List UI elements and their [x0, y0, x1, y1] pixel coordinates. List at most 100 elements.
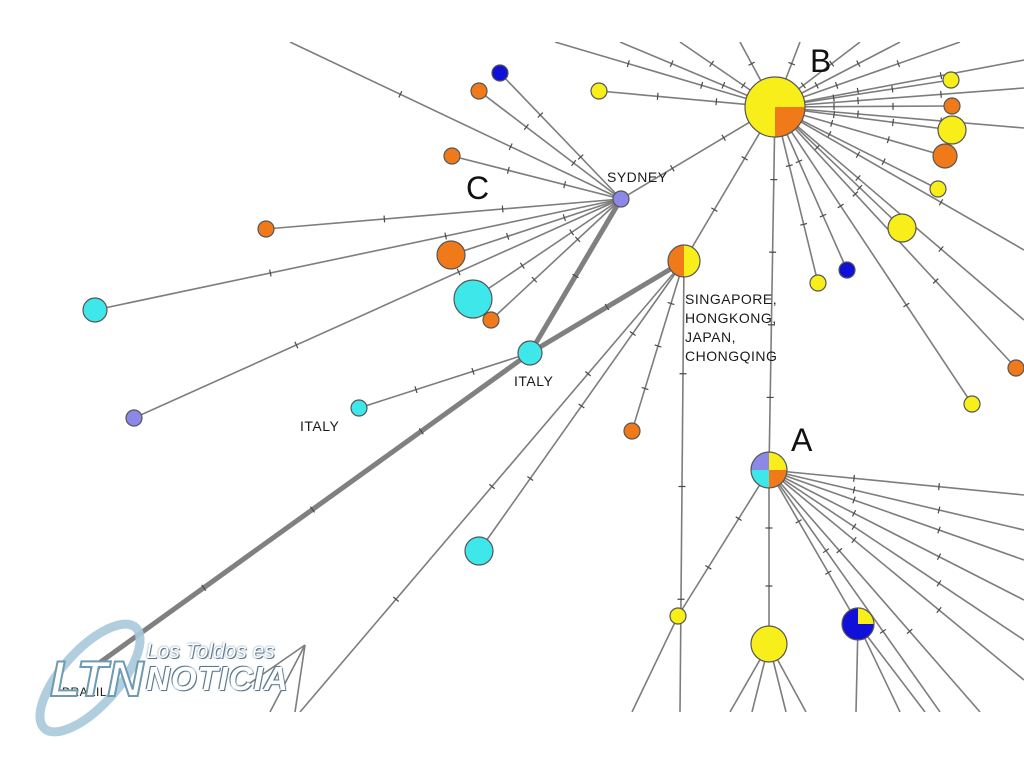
mutation-tick — [562, 214, 566, 222]
network-edges — [93, 42, 1024, 712]
mutation-tick — [537, 112, 544, 118]
mutation-tick — [501, 205, 504, 213]
node-cyan-5 — [82, 297, 108, 323]
mutation-tick — [881, 158, 886, 166]
mutation-tick — [785, 164, 793, 168]
mutation-tick — [857, 97, 859, 105]
edge-c-6 — [94, 198, 622, 311]
node-orange-2 — [443, 147, 461, 165]
mutation-tick — [523, 123, 529, 131]
mutation-tick — [851, 523, 857, 530]
mutation-tick — [932, 278, 939, 284]
mutation-tick — [705, 564, 712, 570]
edge-b-23 — [774, 106, 1024, 321]
logo-mark: LTN — [50, 651, 144, 707]
node-yellow-18 — [809, 274, 827, 292]
node-italy-1 — [517, 340, 543, 366]
edge-low-1 — [631, 615, 679, 712]
mutation-tick — [851, 509, 857, 517]
mutation-tick — [891, 118, 895, 126]
edge-b-21 — [774, 106, 973, 405]
mutation-tick — [795, 159, 803, 164]
italy-label-1: ITALY — [514, 373, 554, 389]
pie-slice-orange — [775, 107, 805, 137]
mutation-tick — [578, 403, 585, 409]
edge-a-2 — [768, 469, 1024, 561]
mutation-tick — [879, 628, 887, 634]
edge-a-5 — [768, 469, 1024, 681]
asia-label-japan: JAPAN, — [685, 329, 736, 345]
edge-b-8 — [774, 59, 1024, 108]
mutation-tick — [715, 98, 718, 106]
mutation-tick — [856, 60, 861, 68]
node-lavender-8 — [125, 409, 143, 427]
edge-b-10 — [774, 106, 1024, 129]
mutation-tick — [667, 301, 675, 306]
mutation-tick — [937, 526, 941, 534]
node-cyan-6 — [453, 279, 493, 319]
node-a-hub — [750, 451, 788, 489]
mutation-tick — [721, 134, 726, 141]
node-orange-4 — [436, 240, 466, 270]
logo-brand: NOTICIA — [146, 660, 289, 697]
node-orange-3 — [257, 220, 275, 238]
mutation-tick — [819, 213, 827, 218]
mutation-tick — [641, 386, 649, 391]
mutation-tick — [939, 72, 943, 80]
pie-slice-yellow — [775, 77, 805, 107]
mutation-tick — [896, 60, 901, 68]
mutation-tick — [788, 61, 796, 66]
mutation-tick — [398, 90, 403, 98]
node-brazil — [89, 660, 101, 672]
mutation-tick — [721, 81, 726, 89]
edge-c-3 — [451, 155, 622, 200]
ltn-watermark-logo: LTN — [35, 619, 145, 737]
edge-c-2 — [478, 90, 622, 200]
node-b-hub — [744, 76, 806, 138]
mutation-tick — [855, 174, 861, 182]
mutation-tick — [506, 166, 510, 174]
mutation-tick — [832, 111, 836, 119]
node-orange-1 — [470, 82, 488, 100]
mutation-tick — [800, 82, 806, 89]
mutation-tick — [856, 184, 863, 191]
mutation-tick — [531, 276, 538, 283]
mutation-tick — [936, 580, 942, 587]
asia-label-hongkong: HONGKONG, — [685, 310, 777, 326]
mutation-tick — [936, 606, 942, 614]
mutation-tick — [903, 302, 910, 308]
mutation-tick — [834, 81, 839, 89]
mutation-tick — [827, 130, 832, 138]
mutation-tick — [418, 428, 424, 435]
node-orange-7 — [482, 311, 500, 329]
mutation-tick — [508, 143, 513, 151]
mutation-tick — [741, 156, 748, 161]
edge-c-4 — [265, 198, 622, 230]
edge-a-3 — [768, 469, 1024, 601]
mutation-tick — [563, 181, 567, 189]
mutation-tick — [851, 536, 857, 544]
pie-slice-orange — [668, 245, 684, 277]
mutation-tick — [853, 474, 855, 482]
mutation-tick — [740, 82, 746, 89]
node-blue-yellow — [841, 607, 875, 641]
mutation-tick — [700, 81, 704, 89]
logo-text: Los Toldos es NOTICIA — [146, 640, 289, 698]
edge-a-0 — [768, 469, 1024, 496]
cluster-c-label: C — [466, 170, 490, 206]
node-cyan-10 — [464, 536, 494, 566]
edge-low-8 — [857, 623, 926, 712]
node-yellow-21 — [963, 395, 981, 413]
edge-c-1 — [499, 72, 622, 200]
mutation-tick — [577, 154, 584, 160]
node-yellow-23 — [750, 625, 788, 663]
pie-outline — [667, 244, 701, 278]
edge-a-7 — [768, 469, 941, 712]
mutation-tick — [886, 136, 890, 144]
edge-c-9 — [133, 198, 622, 419]
asia-label-chongqing: CHONGQING — [685, 348, 778, 364]
edge-a-6 — [768, 469, 981, 712]
edge-a-1 — [768, 469, 1024, 531]
node-orange-9 — [623, 422, 641, 440]
